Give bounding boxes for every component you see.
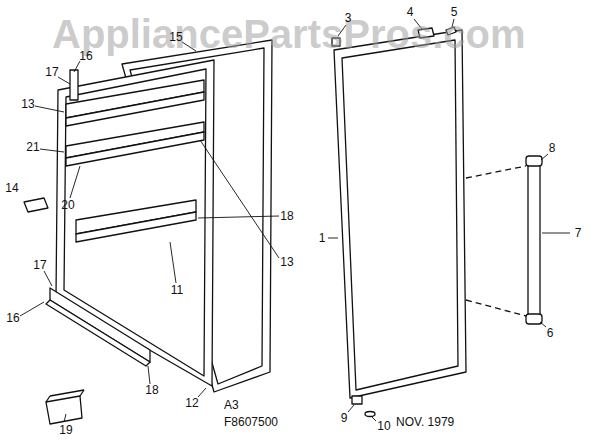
- bin-edge: [80, 390, 84, 396]
- leader-lines: [20, 19, 570, 422]
- callout-number: 11: [171, 284, 183, 296]
- callout-number: 8: [549, 142, 556, 154]
- handle-cap: [526, 156, 542, 166]
- callout-number: 21: [26, 141, 39, 153]
- assembly-line: [466, 300, 526, 316]
- bin-edge: [46, 396, 50, 402]
- callout-number: 12: [185, 397, 198, 409]
- washer: [365, 412, 375, 417]
- callout-number: 13: [280, 256, 293, 268]
- callout-number: 16: [6, 312, 19, 324]
- shelf-end-cap: [70, 70, 78, 100]
- callout-number: 16: [79, 50, 92, 62]
- bin-edge: [50, 390, 84, 396]
- door-inner: [342, 40, 458, 390]
- callout-number: 6: [547, 327, 554, 339]
- callout-number: 18: [280, 210, 293, 222]
- date-note: NOV. 1979: [396, 416, 454, 428]
- butter-bin: [46, 396, 82, 424]
- callout-number: 4: [407, 6, 414, 18]
- callout-number: 1: [319, 232, 326, 244]
- handle-cap: [526, 314, 542, 324]
- shelf-front: [66, 132, 204, 166]
- callout-number: 3: [345, 12, 352, 24]
- callout-number: 17: [33, 259, 46, 271]
- door-liner: [56, 60, 214, 386]
- assembly-line: [466, 166, 526, 178]
- callout-number: 9: [341, 412, 348, 424]
- callout-number: 7: [575, 227, 582, 239]
- callout-number: 14: [5, 182, 18, 194]
- small-part: [24, 198, 48, 212]
- watermark: AppliancePartsPros.com: [52, 14, 526, 54]
- callout-number: 10: [377, 420, 390, 432]
- door-panel: [334, 30, 466, 398]
- callout-number: 15: [169, 31, 182, 43]
- callout-number: 5: [451, 6, 458, 18]
- callout-number: 18: [145, 384, 158, 396]
- shelf-front: [46, 300, 150, 366]
- shelf-front: [66, 92, 204, 126]
- shelf-front: [76, 212, 196, 242]
- callout-number: 17: [45, 66, 58, 78]
- callout-number: 13: [21, 98, 34, 110]
- drawing-code: F8607500: [224, 416, 278, 428]
- drawing-code: A3: [224, 399, 239, 411]
- liner-rim: [64, 69, 206, 376]
- callout-number: 19: [59, 424, 72, 436]
- bottom-hinge: [352, 396, 362, 404]
- bottom-shelf: [50, 288, 150, 362]
- callout-number: 20: [61, 199, 74, 211]
- door-handle: [528, 160, 540, 320]
